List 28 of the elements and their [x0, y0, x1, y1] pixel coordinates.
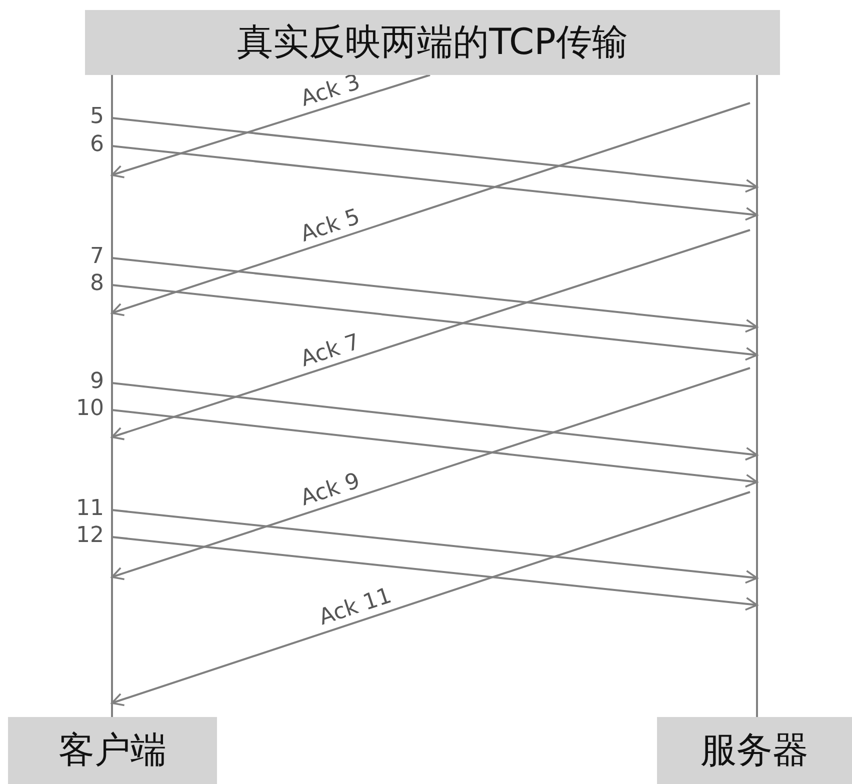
participant-box: 客户端: [8, 717, 217, 784]
message-arrow: [112, 509, 758, 584]
message-arrow: [112, 145, 758, 221]
edge-label: 5: [90, 106, 104, 128]
title-banner: 真实反映两端的TCP传输: [85, 10, 780, 75]
message-arrow: [112, 409, 758, 488]
message-arrow: [111, 367, 750, 580]
message-arrow: [112, 257, 758, 333]
message-arrow: [112, 382, 758, 461]
message-arrow: [111, 102, 750, 316]
edge-label: 7: [90, 246, 104, 268]
message-arrow: [111, 229, 750, 440]
participant-box: 服务器: [657, 717, 852, 784]
message-arrow: [112, 536, 758, 611]
edge-label: 6: [90, 134, 104, 156]
edge-label: Ack 7: [298, 331, 363, 371]
edge-label: 8: [90, 273, 104, 295]
edge-label: Ack 5: [298, 206, 363, 246]
edge-label: 11: [76, 498, 104, 520]
edge-label: 12: [76, 525, 104, 547]
message-arrow: [111, 491, 750, 706]
edge-label: 10: [76, 398, 104, 420]
edge-label: Ack 9: [298, 470, 363, 510]
message-arrow: [112, 284, 758, 361]
message-arrow: [111, 74, 430, 178]
edge-label: 9: [90, 371, 104, 393]
edge-label: Ack 11: [316, 585, 394, 630]
message-arrow: [112, 117, 758, 193]
